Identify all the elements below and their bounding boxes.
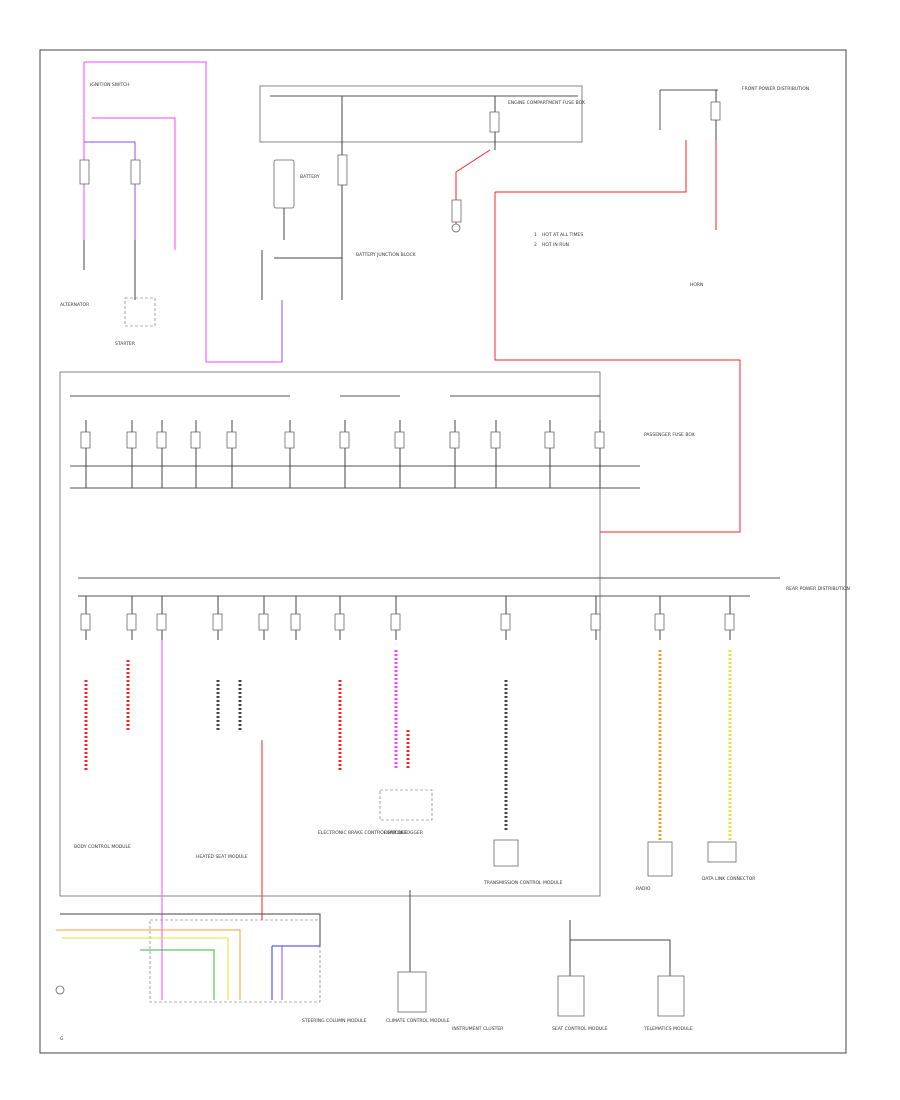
horn-label: HORN [690, 282, 703, 288]
bottom-connector-block: G STEERING COLUMN MODULE CLIMATE CONTROL… [55, 890, 693, 1042]
radio-label: RADIO [636, 886, 651, 892]
steering-column-label: STEERING COLUMN MODULE [302, 1018, 367, 1024]
alternator-label: ALTERNATOR [60, 302, 89, 308]
rear-defogger-label: REAR DEFOGGER [384, 830, 423, 836]
legend-item-1: 1 [534, 232, 537, 238]
battery-junction-label: BATTERY JUNCTION BLOCK [356, 252, 417, 258]
load-components: BODY CONTROL MODULE HEATED SEAT MODULE E… [74, 789, 755, 892]
ignition-switch-label: IGNITION SWITCH [90, 82, 130, 88]
diagram-frame [39, 49, 847, 1054]
front-power-distribution-box: FRONT POWER DISTRIBUTION HORN [659, 86, 809, 288]
legend-hot-at-all-times: HOT AT ALL TIMES [542, 232, 583, 238]
passenger-fuse-box: PASSENGER FUSE BOX [59, 371, 695, 897]
fuse-box-label: ENGINE COMPARTMENT FUSE BOX [508, 100, 585, 106]
battery-symbol: BATTERY BATTERY JUNCTION BLOCK [261, 159, 417, 300]
legend-item-2: 2 [534, 242, 537, 248]
starter-label: STARTER [115, 341, 135, 347]
seat-control-label: SEAT CONTROL MODULE [552, 1026, 608, 1032]
climate-control-label: CLIMATE CONTROL MODULE [386, 1018, 450, 1024]
passenger-fuse-box-label: PASSENGER FUSE BOX [644, 432, 695, 438]
legend: 1 HOT AT ALL TIMES 2 HOT IN RUN [534, 232, 583, 248]
instrument-cluster-label: INSTRUMENT CLUSTER [452, 1026, 503, 1032]
transmission-module-label: TRANSMISSION CONTROL MODULE [483, 880, 563, 886]
telematics-label: TELEMATICS MODULE [643, 1026, 693, 1032]
electronic-brake-label: ELECTRONIC BRAKE CONTROL MODULE [318, 830, 407, 836]
ignition-switch-group: IGNITION SWITCH ALTERNATOR STARTER [60, 61, 283, 363]
body-control-module-label: BODY CONTROL MODULE [74, 844, 131, 850]
heated-seat-label: HEATED SEAT MODULE [196, 854, 248, 860]
data-link-connector-label: DATA LINK CONNECTOR [702, 876, 755, 882]
ground-label: G [60, 1036, 64, 1042]
engine-compartment-fuse-box: ENGINE COMPARTMENT FUSE BOX [259, 85, 585, 300]
battery-label: BATTERY [300, 174, 320, 180]
legend-hot-in-run: HOT IN RUN [542, 242, 569, 248]
front-distribution-label: FRONT POWER DISTRIBUTION [742, 86, 809, 92]
rear-distribution-label: REAR POWER DISTRIBUTION [786, 586, 850, 592]
rear-power-distribution-box: REAR POWER DISTRIBUTION [78, 577, 850, 1000]
